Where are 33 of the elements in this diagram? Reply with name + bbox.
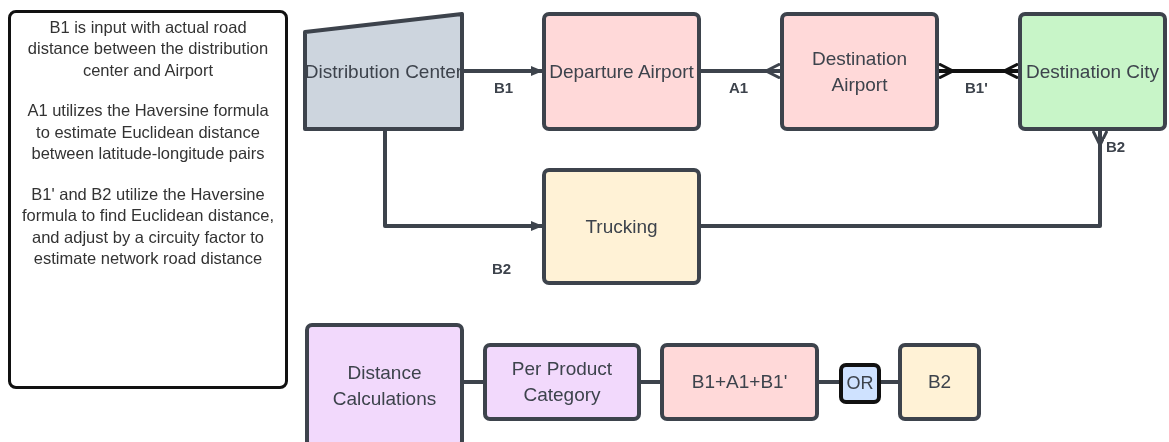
node-label: Trucking — [585, 214, 658, 239]
connector-line — [881, 380, 898, 384]
node-label: B1+A1+B1' — [691, 370, 788, 395]
node-label: B2 — [927, 370, 952, 395]
note-box — [8, 10, 288, 389]
process-box — [780, 12, 939, 131]
connector-arrow — [701, 129, 1109, 228]
node-label: Per Product Category — [510, 357, 614, 407]
process-box — [542, 12, 701, 131]
connector-arrow — [937, 62, 1020, 80]
node-label: Destination City — [1025, 59, 1160, 84]
connector-line — [641, 380, 660, 384]
process-box — [305, 323, 464, 442]
node-label: Departure Airport — [549, 59, 694, 84]
connector-line — [464, 380, 483, 384]
note-text: B1 is input with actual road distance between the distribution center and Airport — [26, 17, 270, 81]
process-box — [839, 363, 881, 404]
process-box — [303, 12, 464, 131]
note-text: A1 utilizes the Haversine formula to estimate Euclidean distance between latitude-longitude pairs — [26, 100, 270, 165]
node-label: OR — [846, 372, 874, 396]
process-box — [1018, 12, 1167, 131]
note-text: B1' and B2 utilize the Haversine formula to find Euclidean distance, and adjust by a circuity factor to estimate network road distance — [20, 183, 276, 269]
process-box — [483, 343, 641, 421]
process-box — [898, 343, 981, 421]
process-box — [542, 168, 701, 285]
connector-arrow — [464, 66, 543, 76]
node-label: Distribution Center — [304, 59, 463, 84]
node-label: Destination Airport — [810, 46, 909, 97]
connector-arrow — [383, 131, 543, 231]
process-box — [660, 343, 819, 421]
connector-arrow — [701, 62, 782, 80]
connector-line — [819, 380, 839, 384]
node-label: Distance Calculations — [331, 360, 438, 411]
